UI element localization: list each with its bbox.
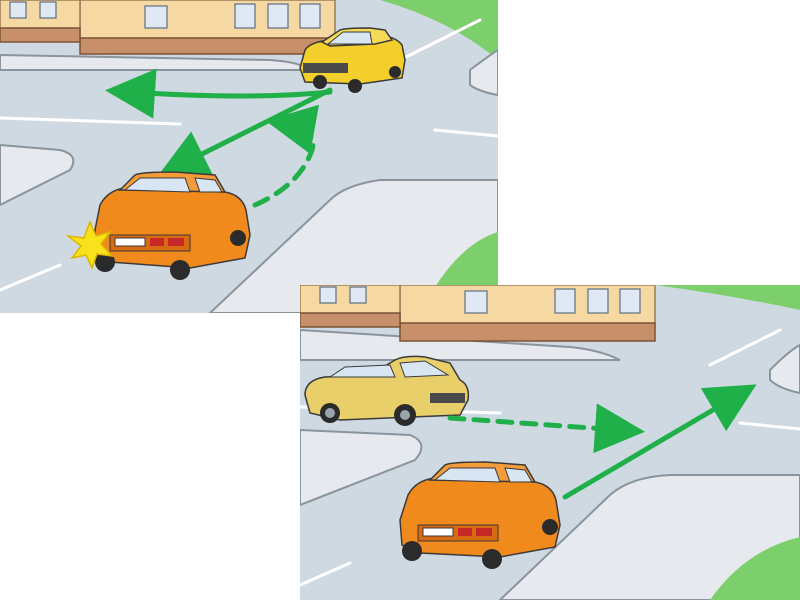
turn-signal-flash [65,219,114,270]
building-base [300,312,401,328]
sidewalk [300,428,423,507]
building-base [399,322,656,342]
building-wall [79,0,336,41]
sidewalk [300,328,621,361]
top-scene-illustration [0,0,498,313]
path-arrows [105,68,333,208]
building-windows [319,286,641,314]
bottom-scene-canvas [300,285,800,600]
building-wall [399,285,656,326]
sidewalk [0,143,75,207]
sidewalk [769,343,800,395]
lane-markings [0,18,498,292]
left-turn-arrow [105,68,333,119]
grass-area [380,0,498,60]
oncoming-yellow-car [299,27,406,93]
bottom-scene-illustration [300,285,800,600]
building-base [79,37,336,55]
top-scene-canvas [0,0,498,313]
dashed-turn-arrow [252,104,320,208]
side-yellow-car [304,355,470,426]
sidewalk [469,48,498,97]
path-arrows [447,384,757,500]
grass-area [710,537,800,600]
turning-orange-car [94,171,251,280]
building-base [0,27,81,43]
dashed-straight-arrow [447,403,645,454]
sidewalk [498,474,800,600]
straight-orange-car [399,461,561,569]
grass-area [655,285,800,310]
sidewalk [208,179,498,313]
straight-diagonal-arrow [562,384,757,500]
building-windows [9,1,321,29]
turn-across-arrow [157,87,333,177]
